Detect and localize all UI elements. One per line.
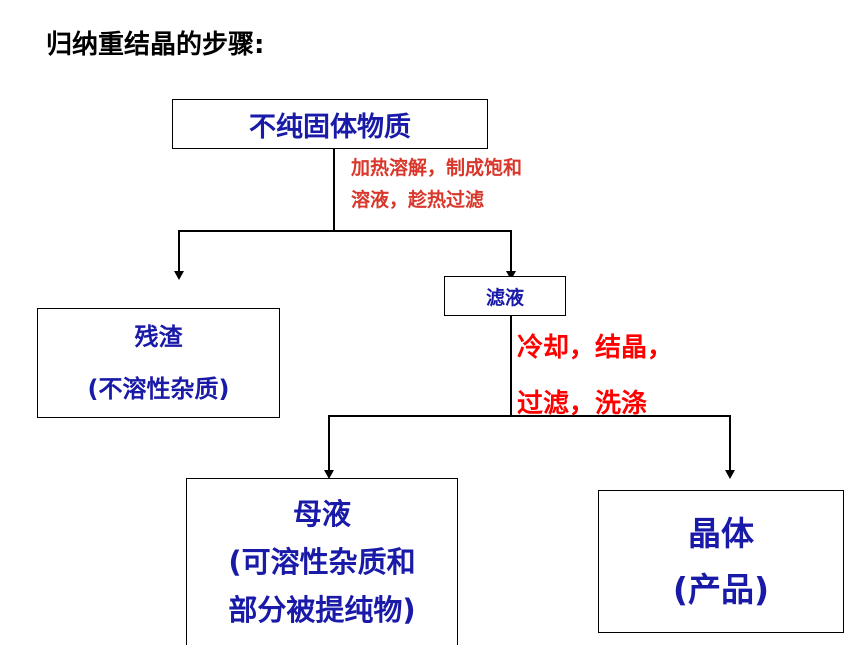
residue-box: 残渣 (不溶性杂质): [37, 308, 280, 418]
step2-text: 冷却，结晶， 过滤，洗涤: [517, 320, 673, 432]
crystal-note: (产品): [672, 569, 770, 609]
connector-left-drop: [178, 230, 180, 272]
connector-top-vertical: [333, 149, 335, 231]
step1-line1: 加热溶解，制成饱和: [351, 157, 523, 179]
step1-line2: 溶液，趁热过滤: [351, 189, 485, 211]
mother-liquor-note-2: 部分被提纯物): [228, 593, 416, 627]
impure-solid-label: 不纯固体物质: [249, 111, 411, 143]
residue-note: (不溶性杂质): [87, 375, 230, 403]
connector-top-horizontal: [178, 230, 512, 232]
connector-crystal-drop: [729, 415, 731, 471]
connector-mother-drop: [328, 415, 330, 471]
mother-liquor-box: 母液 (可溶性杂质和 部分被提纯物): [186, 478, 458, 645]
filtrate-label: 滤液: [485, 286, 524, 309]
step2-line1: 冷却，结晶，: [517, 333, 674, 363]
arrow-to-mother-liquor: [324, 470, 334, 479]
step1-text: 加热溶解，制成饱和 溶液，趁热过滤: [351, 152, 522, 216]
crystal-label: 晶体: [688, 513, 754, 553]
connector-filtrate-vertical: [510, 316, 512, 416]
residue-label: 残渣: [134, 323, 183, 351]
step2-line2: 过滤，洗涤: [517, 389, 648, 419]
page-title: 归纳重结晶的步骤:: [46, 30, 265, 60]
arrow-to-crystal: [725, 470, 735, 479]
impure-solid-box: 不纯固体物质: [172, 99, 488, 149]
crystal-box: 晶体 (产品): [598, 490, 844, 633]
filtrate-box: 滤液: [444, 276, 566, 316]
mother-liquor-label: 母液: [292, 497, 351, 531]
arrow-to-residue: [174, 271, 184, 280]
mother-liquor-note-1: (可溶性杂质和: [228, 545, 416, 579]
connector-right-drop: [510, 230, 512, 272]
arrow-to-filtrate: [506, 271, 516, 280]
connector-bottom-horizontal: [328, 415, 731, 417]
